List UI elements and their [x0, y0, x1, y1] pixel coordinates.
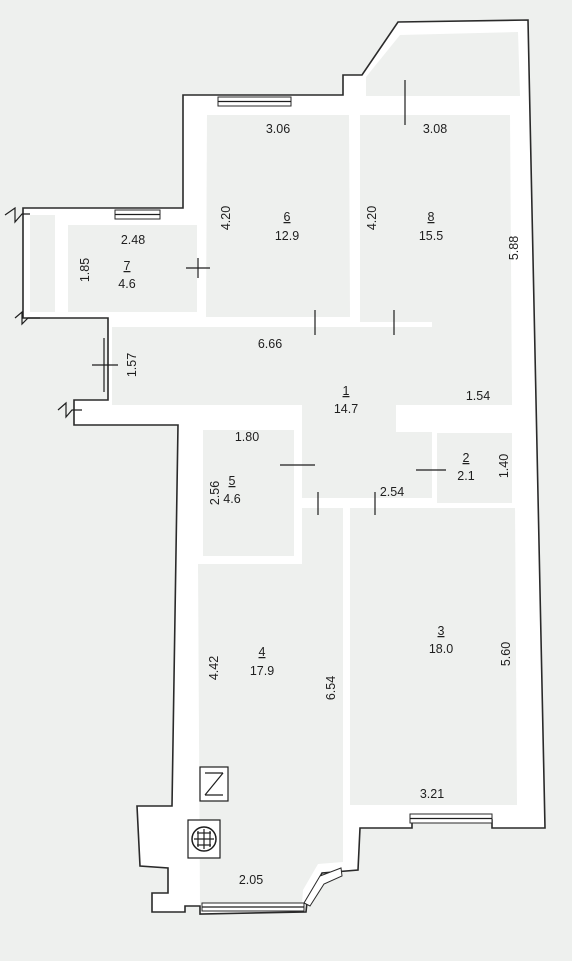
room-2-number: 2 [463, 451, 470, 465]
room-5-number: 5 [229, 474, 236, 488]
room-6-area: 12.9 [275, 229, 299, 243]
room-4-area: 17.9 [250, 664, 274, 678]
dim-room-5-height: 2.56 [208, 481, 222, 505]
dim-room-4-width: 2.05 [239, 873, 263, 887]
dim-room-8-height-right: 5.88 [507, 236, 521, 260]
room-6-number: 6 [284, 210, 291, 224]
dim-hall-right: 1.54 [466, 389, 490, 403]
dim-hall-entry: 1.57 [125, 353, 139, 377]
dim-room-6-width: 3.06 [266, 122, 290, 136]
room-labels: 6 12.9 8 15.5 7 4.6 1 14.7 5 4.6 2 2.1 4… [118, 210, 474, 678]
dimension-labels: 3.06 3.08 4.20 4.20 5.88 2.48 1.85 6.66 … [78, 122, 521, 887]
room-1-area: 14.7 [334, 402, 358, 416]
dim-hall-width: 6.66 [258, 337, 282, 351]
dim-room-4-height: 4.42 [207, 656, 221, 680]
dim-room-8-width: 3.08 [423, 122, 447, 136]
windows [114, 96, 493, 912]
entry-corridor-floor [30, 215, 55, 312]
dim-corridor: 2.54 [380, 485, 404, 499]
room-4-floor [198, 508, 343, 905]
room-8-floor [360, 115, 512, 405]
stove-icon [187, 819, 221, 859]
room-3-area: 18.0 [429, 642, 453, 656]
boiler-icon [199, 766, 229, 802]
dim-room-7-width: 2.48 [121, 233, 145, 247]
dim-room-6-height: 4.20 [219, 206, 233, 230]
dim-room-3-height: 5.60 [499, 642, 513, 666]
room-1-floor [112, 327, 432, 498]
dim-room-5-width: 1.80 [235, 430, 259, 444]
room-6-floor [206, 115, 350, 317]
room-5-area: 4.6 [223, 492, 240, 506]
dim-room-7-height: 1.85 [78, 258, 92, 282]
room-2-area: 2.1 [457, 469, 474, 483]
dim-room-8-height-left: 4.20 [365, 206, 379, 230]
room-5-floor [203, 430, 294, 556]
window-room-4-bay [303, 867, 343, 907]
door-marks [4, 80, 446, 515]
room-7-floor [68, 225, 197, 312]
room-4-number: 4 [259, 645, 266, 659]
room-7-area: 4.6 [118, 277, 135, 291]
dim-room-3-width: 3.21 [420, 787, 444, 801]
room-2-floor [437, 433, 512, 503]
room-8-number: 8 [428, 210, 435, 224]
dim-room-2-height: 1.40 [497, 454, 511, 478]
room-7-number: 7 [124, 259, 131, 273]
room-8-area: 15.5 [419, 229, 443, 243]
room-3-floor [350, 508, 517, 805]
room-1-number: 1 [343, 384, 350, 398]
room-3-number: 3 [438, 624, 445, 638]
dim-room-4-height-long: 6.54 [324, 676, 338, 700]
